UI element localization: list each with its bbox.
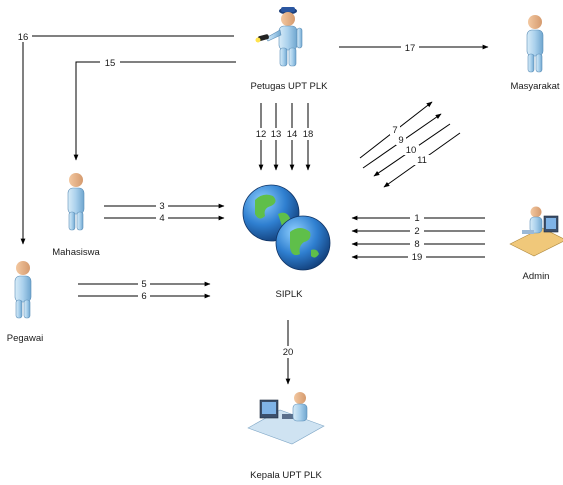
actor-label-masyarakat: Masyarakat bbox=[510, 81, 559, 92]
flow-label-16: 16 bbox=[18, 32, 29, 43]
actor-label-pegawai: Pegawai bbox=[7, 333, 43, 344]
flow-label-9: 9 bbox=[398, 135, 403, 146]
flow-label-8: 8 bbox=[414, 239, 419, 250]
person-icon bbox=[14, 261, 32, 319]
actor-label-mahasiswa: Mahasiswa bbox=[52, 247, 100, 258]
flow-line-16 bbox=[20, 35, 234, 245]
flow-label-14: 14 bbox=[287, 129, 298, 140]
person-icon bbox=[67, 173, 85, 231]
officer-icon bbox=[255, 7, 303, 67]
flow-label-10: 10 bbox=[406, 145, 417, 156]
flow-line-15 bbox=[73, 61, 236, 161]
flow-label-19: 19 bbox=[412, 252, 423, 263]
flow-label-11: 11 bbox=[417, 155, 427, 166]
globe-icon bbox=[242, 184, 331, 271]
workstation-icon bbox=[509, 206, 563, 257]
person-icon bbox=[526, 15, 544, 73]
flow-label-7: 7 bbox=[392, 125, 397, 136]
workstation-icon bbox=[247, 392, 325, 445]
flow-label-12: 12 bbox=[256, 129, 267, 140]
flow-label-18: 18 bbox=[303, 129, 314, 140]
flow-label-15: 15 bbox=[105, 58, 116, 69]
flow-label-13: 13 bbox=[271, 129, 282, 140]
flow-label-2: 2 bbox=[414, 226, 419, 237]
flow-label-20: 20 bbox=[283, 347, 294, 358]
flow-label-4: 4 bbox=[159, 213, 164, 224]
system-label: SIPLK bbox=[276, 289, 304, 300]
actor-label-admin: Admin bbox=[523, 271, 550, 282]
actor-label-petugas: Petugas UPT PLK bbox=[251, 81, 329, 92]
flow-label-17: 17 bbox=[405, 43, 416, 54]
actor-label-kepala: Kepala UPT PLK bbox=[250, 470, 322, 481]
flow-label-1: 1 bbox=[414, 213, 419, 224]
flow-label-5: 5 bbox=[141, 279, 146, 290]
flow-label-6: 6 bbox=[141, 291, 146, 302]
flow-label-3: 3 bbox=[159, 201, 164, 212]
